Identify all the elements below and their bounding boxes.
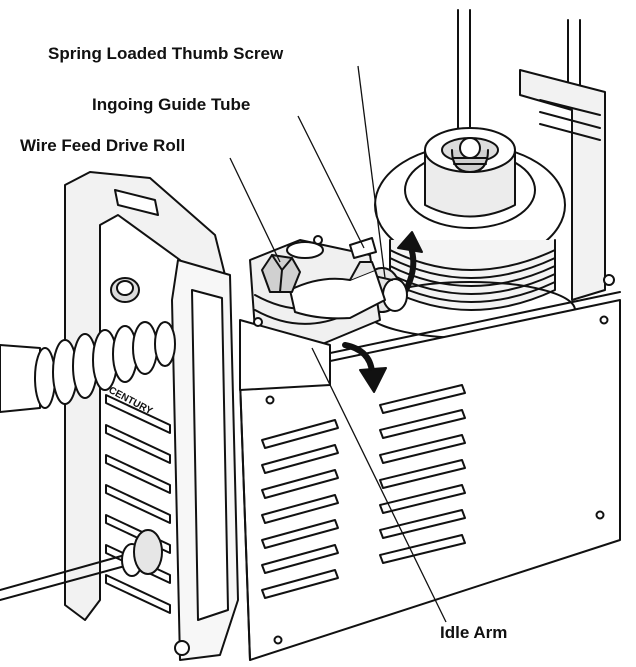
torch-cable bbox=[0, 321, 176, 413]
leader-lines bbox=[229, 65, 447, 623]
label-wire-feed-drive-roll: Wire Feed Drive Roll bbox=[18, 136, 188, 156]
vent-slots-right bbox=[379, 384, 466, 564]
control-knob bbox=[110, 277, 140, 303]
ground-cable bbox=[0, 529, 163, 601]
label-spring-loaded-thumb-screw: Spring Loaded Thumb Screw bbox=[46, 44, 286, 64]
leader-drive-roll bbox=[229, 157, 281, 263]
leader-idle-arm bbox=[311, 347, 447, 623]
leader-spring-screw bbox=[357, 65, 386, 279]
label-idle-arm: Idle Arm bbox=[438, 623, 510, 643]
idle-arm-rotation-arrow bbox=[342, 342, 387, 393]
vent-slots-left bbox=[261, 419, 339, 599]
front-panel-louvres bbox=[105, 394, 171, 614]
guide-tube bbox=[349, 237, 377, 259]
front-handle-frame bbox=[64, 171, 239, 661]
label-ingoing-guide-tube: Ingoing Guide Tube bbox=[90, 95, 253, 115]
leader-guide-tube bbox=[297, 115, 365, 249]
rear-bracket bbox=[519, 69, 615, 301]
drive-roll-knob bbox=[261, 254, 301, 293]
idle-arm-lever bbox=[289, 261, 386, 320]
